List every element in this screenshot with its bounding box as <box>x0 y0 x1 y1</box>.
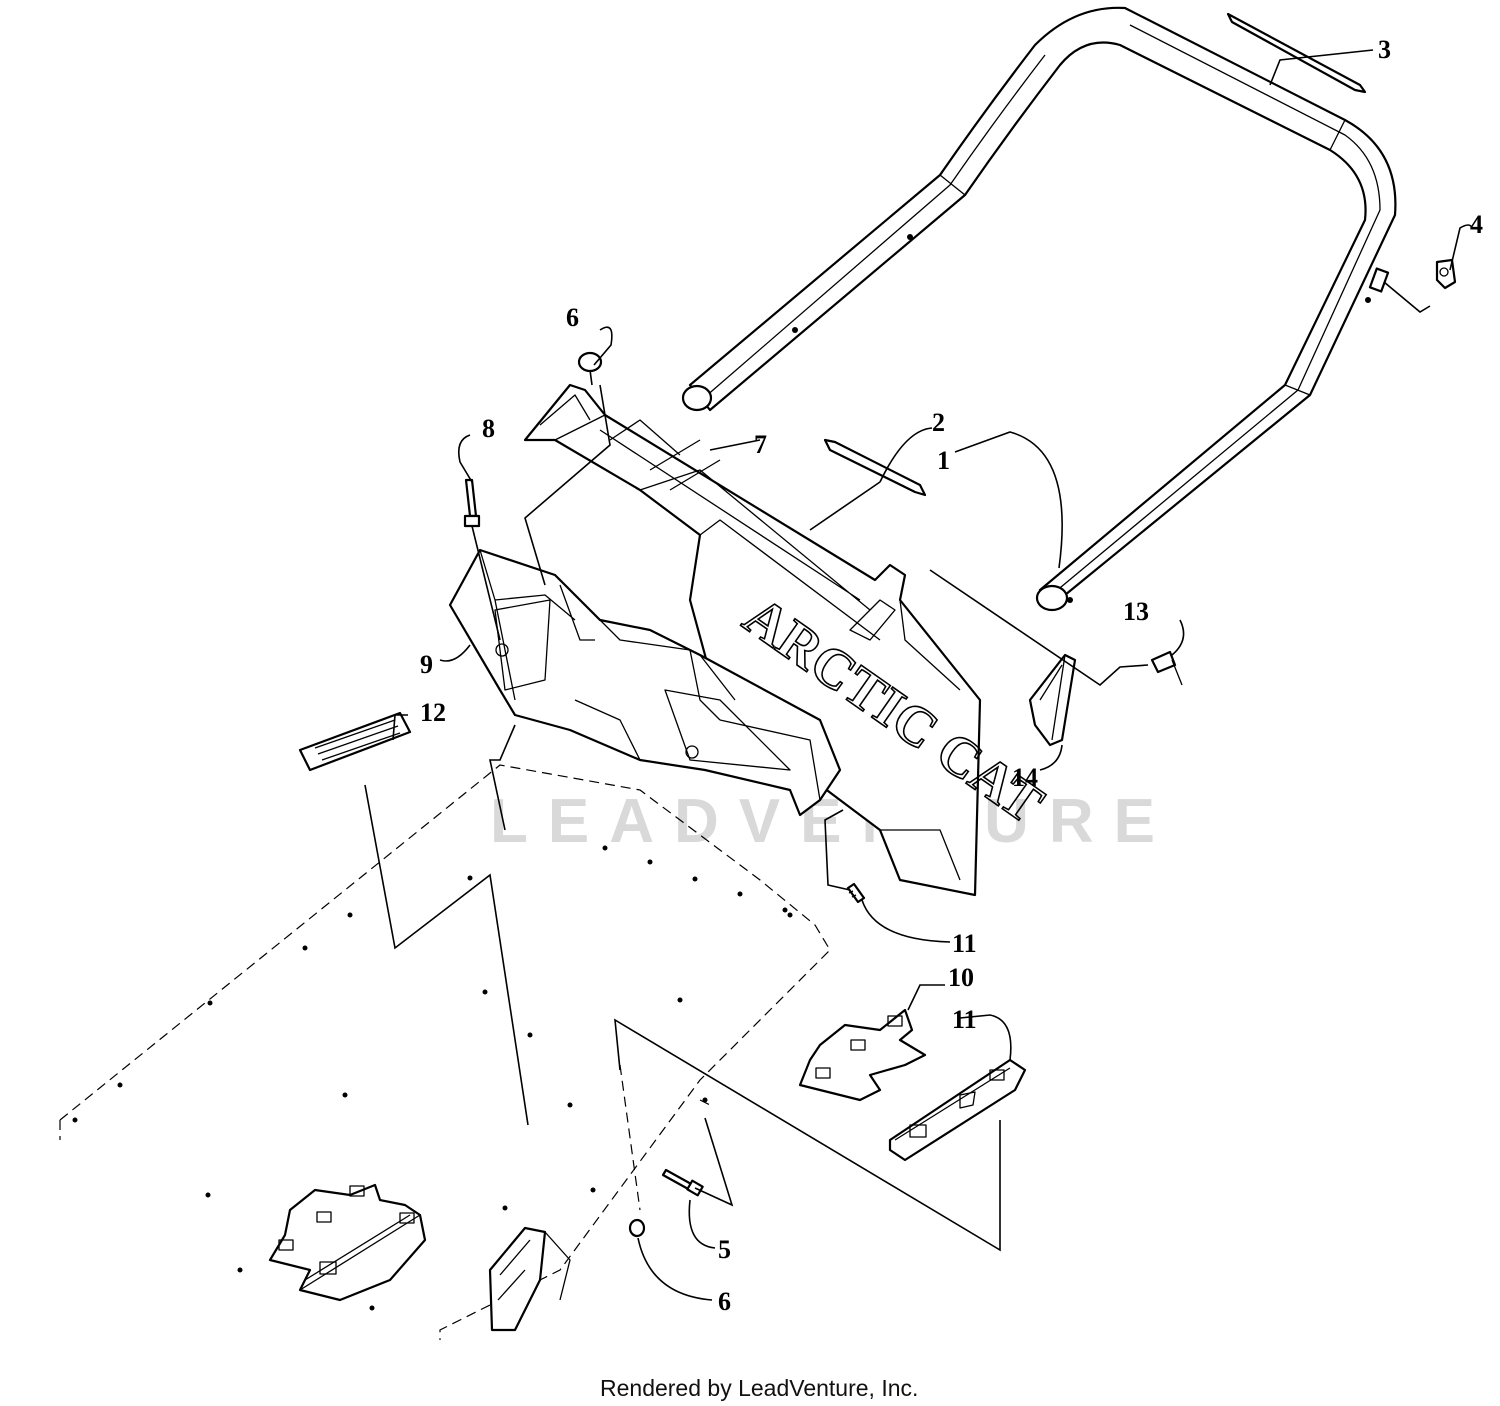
screw-part <box>846 882 866 904</box>
callout-7: 7 <box>754 430 767 459</box>
callout-1: 1 <box>937 446 950 475</box>
callout-5: 5 <box>718 1235 731 1264</box>
callout-13: 12 <box>420 698 446 727</box>
callout-9: 9 <box>420 650 433 679</box>
callout-6-upper: 6 <box>566 303 579 332</box>
lower-panel-part <box>448 548 842 817</box>
mount-plate-part <box>798 1008 927 1102</box>
callout-6-lower: 6 <box>718 1287 731 1316</box>
bracket-part <box>1028 653 1077 747</box>
callout-10: 10 <box>948 963 974 992</box>
top-strip-part <box>1226 12 1367 94</box>
callout-3: 3 <box>1378 35 1391 64</box>
decal-strip-part <box>823 438 927 497</box>
push-rivet-upper-part <box>577 351 603 386</box>
assembled-mounts <box>268 1183 427 1302</box>
clip-part <box>1435 258 1457 290</box>
callout-14: 13 <box>1123 597 1149 626</box>
push-rivet-lower-part <box>628 1218 646 1238</box>
watermark: LEADVENTURE <box>490 787 1175 856</box>
credit-text: Rendered by LeadVenture, Inc. <box>600 1375 918 1401</box>
pad-part <box>888 1058 1027 1162</box>
callout-11-label: 11 <box>952 1005 977 1034</box>
rivet-lower-part <box>661 1168 704 1197</box>
roll-bar-part <box>681 6 1397 612</box>
fastener-part <box>1150 650 1183 686</box>
callout-12: 11 <box>952 929 977 958</box>
leader-lines <box>364 49 1473 1301</box>
callout-4: 4 <box>1470 210 1483 239</box>
callout-15: 14 <box>1012 763 1038 792</box>
partial-bracket-view <box>488 1226 571 1332</box>
callout-labels: 3 4 6 2 1 8 7 13 9 12 14 11 10 10 11 5 6 <box>420 35 1483 1316</box>
callout-2: 2 <box>932 408 945 437</box>
rivet-part <box>463 478 481 528</box>
warning-decal-part <box>298 711 412 772</box>
callout-8: 8 <box>482 414 495 443</box>
